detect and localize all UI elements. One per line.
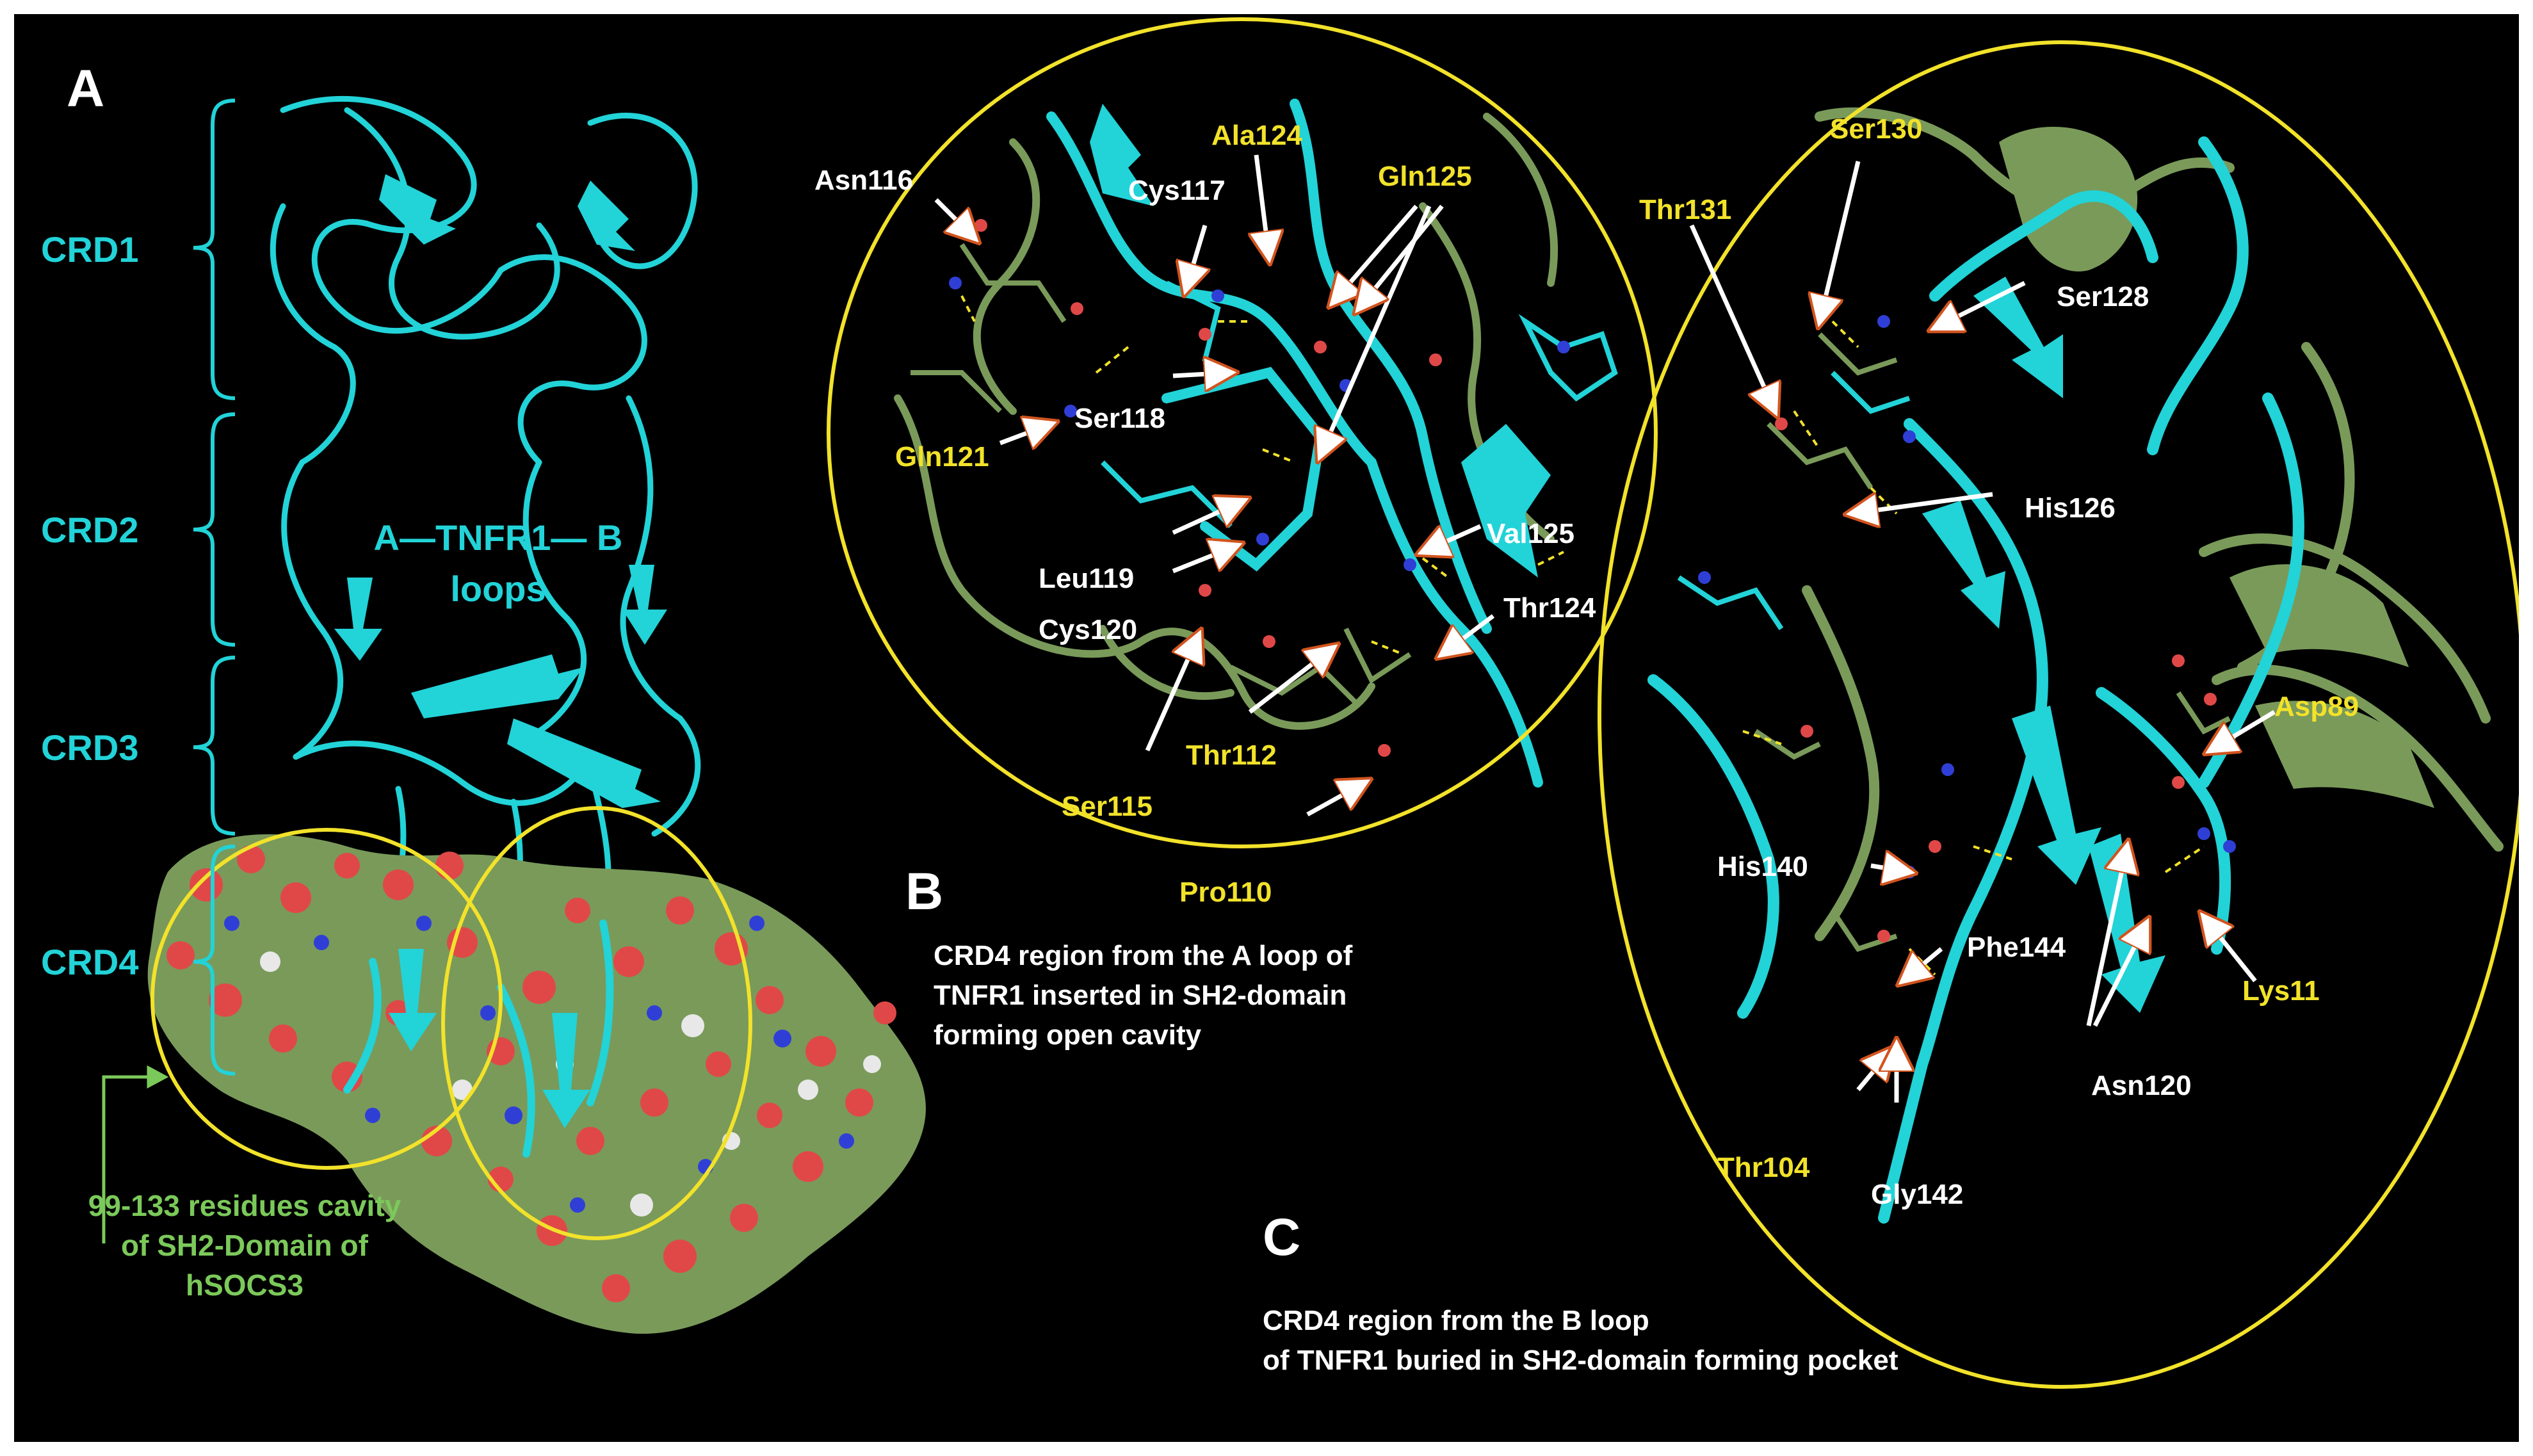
residue-label: Ser130 (1830, 113, 1923, 145)
crd2-label: CRD2 (41, 510, 139, 550)
figure-frame: A B C CRD1 CRD2 CRD3 CRD4 A—TNFR1— B loo… (14, 14, 2519, 1442)
panel-label-b: B (905, 862, 944, 921)
residue-label: Val125 (1487, 518, 1575, 549)
cavity-note-line: 99-133 residues cavity (88, 1189, 401, 1222)
residue-label: Gln125 (1378, 161, 1472, 192)
caption-b-line: forming open cavity (934, 1019, 1202, 1051)
cavity-ellipse-b (441, 806, 752, 1240)
panel-b-arrows (934, 154, 1495, 817)
panel-b-circle (827, 17, 1658, 848)
cavity-note-arrow (102, 1065, 169, 1243)
residue-label: Leu119 (1039, 563, 1135, 594)
panel-c-arrows (1689, 161, 2276, 1103)
panel-c-ellipse (1598, 40, 2519, 1389)
cavity-note-line: of SH2-Domain of (121, 1229, 368, 1262)
caption-b-line: TNFR1 inserted in SH2-domain (934, 980, 1347, 1011)
residue-label: Pro110 (1179, 877, 1272, 908)
sh2-surface (147, 834, 926, 1334)
crd1-label: CRD1 (41, 229, 139, 270)
panel-label-a: A (67, 60, 105, 118)
panel-c-structure (1647, 107, 2504, 1224)
caption-c: CRD4 region from the B loop of TNFR1 bur… (1263, 1301, 2159, 1380)
loops-label-line1: A—TNFR1— B (373, 517, 623, 558)
caption-c-line: CRD4 region from the B loop (1263, 1305, 1649, 1336)
crd-brackets (193, 99, 236, 1076)
loops-label-line2: loops (450, 569, 546, 609)
residue-label: Thr124 (1503, 592, 1596, 624)
crd4-label: CRD4 (41, 942, 139, 982)
caption-b: CRD4 region from the A loop of TNFR1 ins… (934, 936, 1561, 1055)
residue-label: Cys117 (1128, 175, 1226, 206)
residue-label: His140 (1717, 851, 1808, 882)
structure-artwork (102, 17, 2519, 1389)
residue-label: Cys120 (1039, 614, 1138, 645)
residue-label: Ala124 (1211, 120, 1302, 151)
panel-label-c: C (1263, 1208, 1301, 1266)
residue-label: Thr112 (1186, 740, 1277, 771)
crd3-label: CRD3 (41, 727, 139, 768)
caption-b-line: CRD4 region from the A loop of (934, 940, 1353, 971)
residue-label: Asn116 (814, 165, 914, 196)
cavity-ellipse-a (150, 828, 503, 1170)
residue-label: Ser115 (1062, 791, 1153, 822)
cavity-note: 99-133 residues cavity of SH2-Domain of … (20, 1186, 469, 1305)
caption-c-line: of TNFR1 buried in SH2-domain forming po… (1263, 1345, 1898, 1376)
residue-label: Lys11 (2242, 975, 2320, 1007)
residue-label: Gly142 (1871, 1179, 1964, 1210)
residue-label: Ser128 (2057, 281, 2149, 312)
cavity-note-line: hSOCS3 (185, 1268, 304, 1302)
residue-label: Thr104 (1717, 1152, 1810, 1183)
residue-label: Phe144 (1967, 932, 2066, 963)
residue-label: Ser118 (1074, 403, 1165, 434)
residue-label: Asn120 (2091, 1070, 2192, 1101)
residue-label: Gln121 (895, 441, 989, 473)
residue-label: Asp89 (2274, 691, 2359, 722)
residue-label: His126 (2025, 492, 2116, 524)
residue-label: Thr131 (1639, 194, 1732, 225)
tnfr1-beta-sheets (334, 174, 667, 808)
